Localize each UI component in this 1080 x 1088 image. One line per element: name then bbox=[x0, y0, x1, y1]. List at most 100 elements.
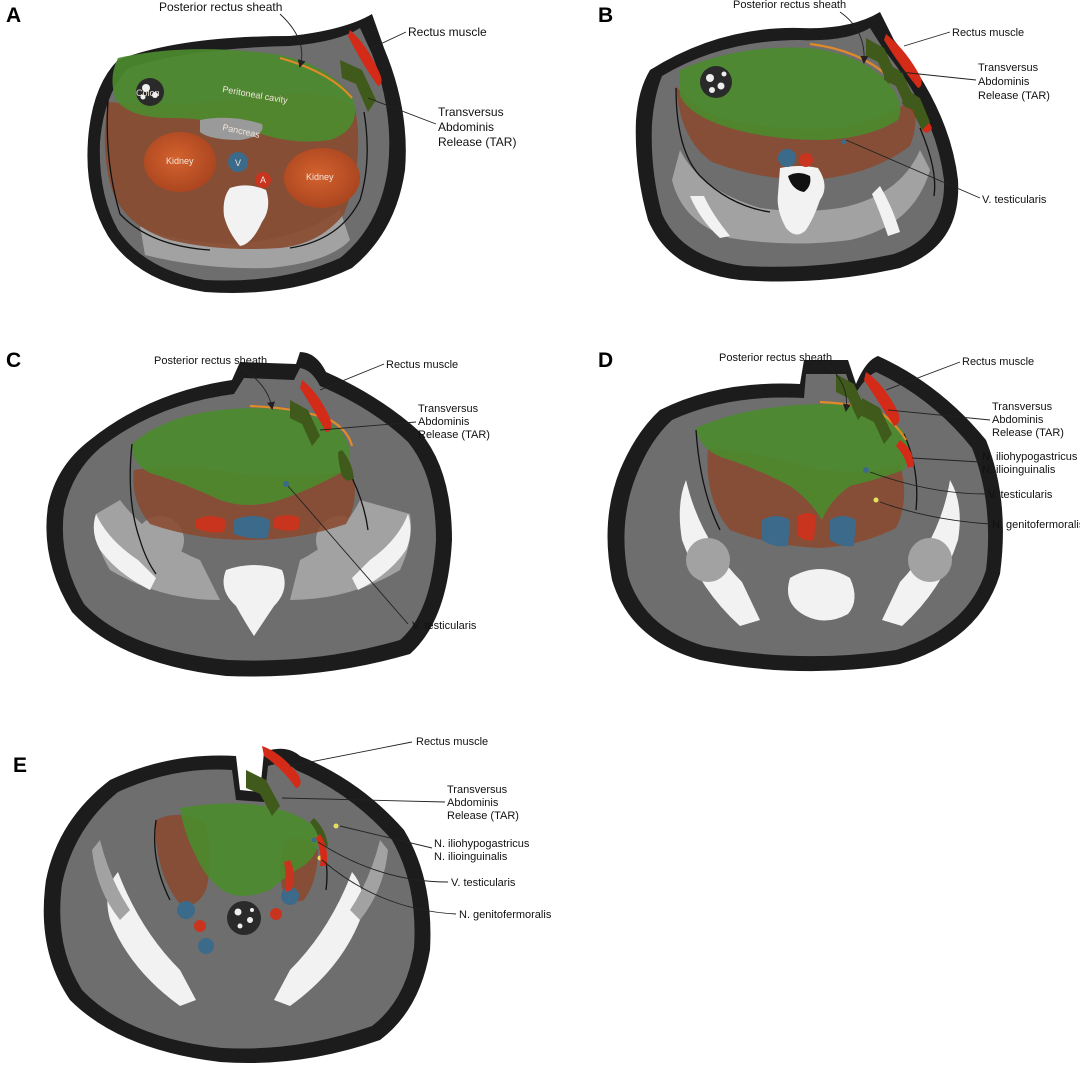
panel-letter-c: C bbox=[6, 349, 21, 372]
panel-letter-b: B bbox=[598, 4, 613, 27]
panel-b: B Posterior rectus sheath bbox=[598, 0, 1050, 282]
label-rectus-c: Rectus muscle bbox=[386, 359, 458, 371]
ct-slice-c bbox=[46, 352, 453, 677]
label-rectus-d: Rectus muscle bbox=[962, 356, 1034, 368]
leader-posterior-sheath-b bbox=[839, 11, 869, 64]
peritoneal-cavity-a bbox=[112, 49, 356, 142]
leader-testicular-b bbox=[845, 139, 981, 199]
label-tar-a-1: Transversus bbox=[438, 105, 504, 119]
leader-nerve-d bbox=[911, 457, 981, 463]
leader-rectus-b bbox=[903, 31, 951, 47]
leader-testicular-e bbox=[317, 841, 449, 883]
label-rectus-a: Rectus muscle bbox=[408, 25, 487, 39]
label-testicular-d: V. testicularis bbox=[988, 489, 1053, 501]
label-posterior-sheath-b: Posterior rectus sheath bbox=[733, 0, 846, 11]
label-tar-b-1: Transversus bbox=[978, 62, 1039, 74]
leader-tar-e bbox=[281, 797, 446, 803]
rectus-muscle-c bbox=[300, 380, 332, 432]
leader-posterior-sheath-a bbox=[279, 13, 306, 68]
label-tar-c-1: Transversus bbox=[418, 403, 479, 415]
tar-arrow-a bbox=[340, 60, 376, 112]
organ-kidney-right-label: Kidney bbox=[306, 172, 334, 182]
label-genitofemoral-e: N. genitofermoralis bbox=[459, 909, 552, 921]
vertebra-c bbox=[223, 565, 285, 636]
rectus-muscle-b bbox=[884, 34, 922, 88]
label-tar-a-3: Release (TAR) bbox=[438, 135, 516, 149]
label-rectus-e: Rectus muscle bbox=[416, 736, 488, 748]
kidney-left-a bbox=[144, 132, 216, 192]
organ-kidney-left-label: Kidney bbox=[166, 156, 194, 166]
rectus-muscle-e bbox=[262, 746, 301, 788]
label-testicular-e: V. testicularis bbox=[451, 877, 516, 889]
leader-tar-a bbox=[367, 97, 437, 125]
rectus-muscle-d bbox=[864, 372, 900, 426]
leader-rectus-d bbox=[885, 361, 961, 391]
label-tar-d-2: Abdominis bbox=[992, 414, 1044, 426]
label-tar-c-2: Abdominis bbox=[418, 416, 470, 428]
label-testicular-b: V. testicularis bbox=[982, 194, 1047, 206]
ct-slice-d bbox=[607, 356, 1003, 672]
label-tar-b-2: Abdominis bbox=[978, 76, 1030, 88]
label-posterior-sheath-c: Posterior rectus sheath bbox=[154, 355, 267, 367]
label-tar-e-2: Abdominis bbox=[447, 797, 499, 809]
tar-arrow-e bbox=[246, 770, 280, 816]
peritoneal-cavity-d bbox=[696, 404, 908, 520]
peritoneal-cavity-e bbox=[180, 803, 319, 896]
leader-testicular-c bbox=[287, 485, 409, 625]
panel-letter-e: E bbox=[13, 754, 27, 777]
vertebra-a bbox=[223, 185, 269, 246]
vertebra-b bbox=[777, 166, 825, 235]
tar-arrow-c bbox=[290, 400, 320, 446]
leader-genitofemoral-d bbox=[879, 501, 991, 525]
panel-c: C Posterior rectus sheath Rec bbox=[6, 349, 490, 677]
leader-rectus-a bbox=[371, 31, 407, 49]
tar-arrow-b bbox=[902, 88, 930, 130]
leader-tar-c bbox=[319, 421, 417, 431]
posterior-sheath-line-a bbox=[279, 56, 353, 99]
tar-arrow-d bbox=[862, 398, 892, 444]
label-nerve-e-2: N. ilioinguinalis bbox=[434, 851, 508, 863]
leader-tar-b bbox=[899, 71, 977, 81]
label-rectus-b: Rectus muscle bbox=[952, 27, 1024, 39]
leader-rectus-c bbox=[319, 363, 385, 391]
sacrum-d bbox=[788, 569, 855, 621]
artery-b bbox=[799, 153, 813, 167]
ct-slice-a bbox=[87, 14, 406, 293]
peritoneal-cavity-b bbox=[680, 47, 901, 140]
label-testicular-c: V. testicularis bbox=[412, 620, 477, 632]
ct-slice-e bbox=[43, 746, 431, 1064]
kidney-right-a bbox=[284, 148, 360, 208]
label-posterior-sheath-d: Posterior rectus sheath bbox=[719, 352, 832, 364]
rectus-muscle-a bbox=[348, 30, 382, 86]
leader-testicular-d bbox=[869, 471, 987, 495]
panel-letter-d: D bbox=[598, 349, 613, 372]
leader-rectus-e bbox=[289, 741, 413, 767]
label-nerve-d-1: N. iliohypogastricus bbox=[982, 451, 1078, 463]
label-posterior-sheath-a: Posterior rectus sheath bbox=[159, 0, 282, 14]
label-tar-c-3: Release (TAR) bbox=[418, 429, 490, 441]
label-tar-e-1: Transversus bbox=[447, 784, 508, 796]
leader-genitofemoral-e bbox=[321, 859, 457, 915]
label-tar-a-2: Abdominis bbox=[438, 120, 494, 134]
label-tar-d-3: Release (TAR) bbox=[992, 427, 1064, 439]
label-tar-d-1: Transversus bbox=[992, 401, 1053, 413]
panel-e: E R bbox=[13, 736, 552, 1064]
vena-cava-a bbox=[228, 152, 248, 172]
peritoneal-cavity-c bbox=[132, 408, 350, 505]
label-tar-b-3: Release (TAR) bbox=[978, 90, 1050, 102]
label-nerve-d-2: N. ilioinguinalis bbox=[982, 464, 1056, 476]
leader-posterior-sheath-c bbox=[239, 366, 275, 410]
panel-letter-a: A bbox=[6, 4, 21, 27]
organ-colon-label: Colon bbox=[136, 88, 160, 98]
vein-b bbox=[778, 149, 796, 167]
leader-tar-d bbox=[887, 409, 991, 421]
label-nerve-e-1: N. iliohypogastricus bbox=[434, 838, 530, 850]
aorta-a bbox=[255, 172, 271, 188]
leader-posterior-sheath-d bbox=[825, 363, 851, 412]
label-genitofemoral-d: N. genitofermoralis bbox=[992, 519, 1080, 531]
organ-artery-label: A bbox=[260, 175, 266, 185]
leader-nerve-e bbox=[339, 825, 433, 849]
panel-a: A Colon Peritoneal cavity Pancreas Kidne… bbox=[6, 0, 516, 293]
panel-d: D Posterior rectus sheath bbox=[598, 349, 1080, 672]
